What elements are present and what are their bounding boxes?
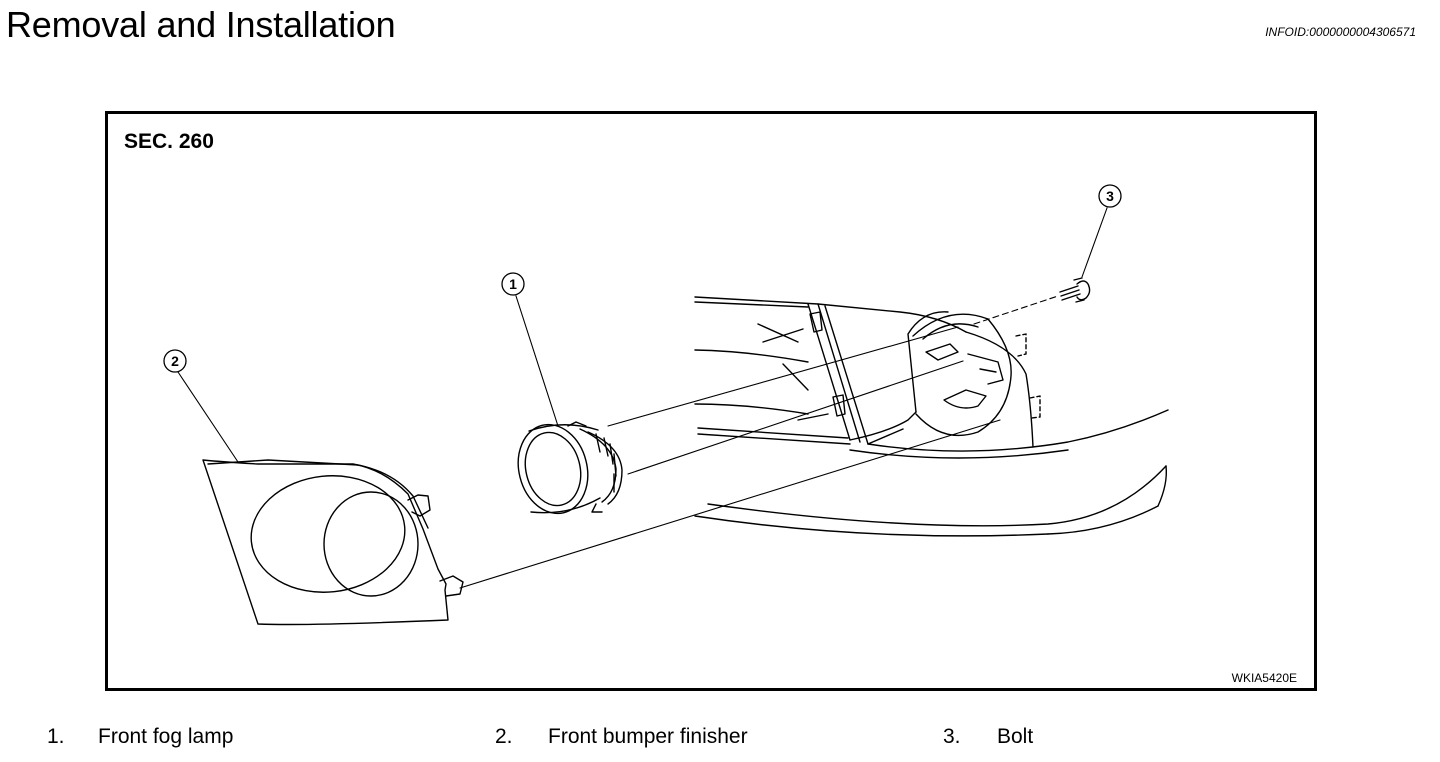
bolt-illustration [1059,277,1091,303]
legend-number: 1. [47,725,65,748]
callout-2-label: 2 [171,353,179,369]
page-title: Removal and Installation [6,4,396,45]
leader-lines [177,207,1108,463]
legend-label: Bolt [997,725,1034,748]
section-label: SEC. 260 [124,130,214,153]
fog-lamp-illustration [517,421,623,515]
callout-2 [163,349,187,373]
bumper-illustration [694,296,1169,537]
callout-1-label: 1 [509,276,517,292]
exploded-view-figure: SEC. 260 [105,111,1317,691]
legend-label: Front bumper finisher [548,725,748,748]
bumper-finisher-illustration [202,459,464,626]
figure-id: WKIA5420E [1231,671,1297,685]
alignment-lines [459,295,1059,589]
legend-label: Front fog lamp [98,725,234,748]
callout-3-label: 3 [1106,188,1114,204]
legend-number: 2. [495,725,513,748]
fog-lamp-exploded-drawing: 1 2 3 [163,184,1169,626]
callout-1 [501,272,525,296]
legend-number: 3. [943,725,961,748]
parts-legend: 1. Front fog lamp 2. Front bumper finish… [0,725,1440,755]
info-id: INFOID:0000000004306571 [1265,25,1416,39]
callout-3 [1098,184,1122,208]
